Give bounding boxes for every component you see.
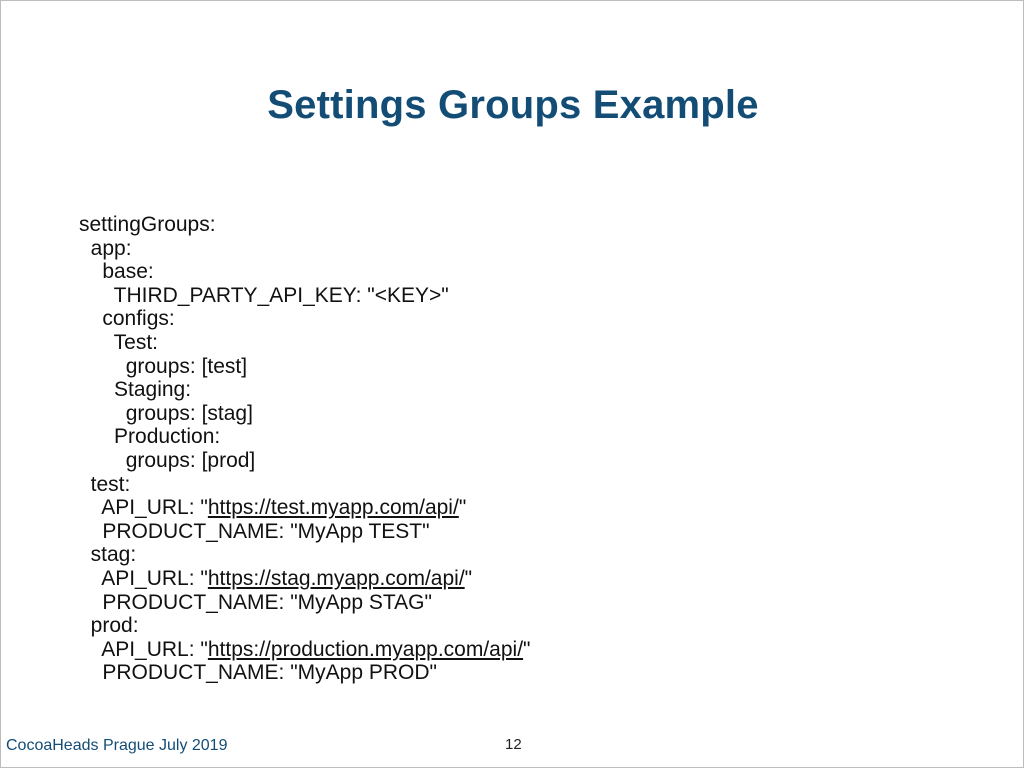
code-indent <box>79 614 91 637</box>
code-text: app: <box>90 236 132 260</box>
code-text: test: <box>90 472 131 496</box>
page-number: 12 <box>505 736 522 753</box>
code-text: PRODUCT_NAME: "MyApp PROD" <box>102 661 437 685</box>
code-line: groups: [prod] <box>79 449 531 473</box>
code-text: THIRD_PARTY_API_KEY: "<KEY>" <box>113 283 449 307</box>
code-text: Production: <box>114 425 221 449</box>
code-text: configs: <box>102 307 175 331</box>
code-text: API_URL: " <box>101 637 208 661</box>
code-indent <box>79 284 114 307</box>
code-line: API_URL: "https://stag.myapp.com/api/" <box>79 567 531 591</box>
code-text: stag: <box>90 543 137 567</box>
code-indent <box>79 260 102 283</box>
code-indent <box>79 638 101 661</box>
code-line: base: <box>79 260 531 284</box>
code-text: Staging: <box>114 378 192 402</box>
code-indent <box>79 661 102 684</box>
code-text: groups: [test] <box>125 354 248 378</box>
code-text: groups: [stag] <box>125 401 253 425</box>
code-text: " <box>458 496 467 520</box>
code-block: settingGroups: app: base: THIRD_PARTY_AP… <box>79 213 531 685</box>
code-indent <box>79 331 114 354</box>
url-link[interactable]: https://stag.myapp.com/api/ <box>207 566 465 590</box>
code-indent <box>79 496 101 519</box>
code-text: PRODUCT_NAME: "MyApp STAG" <box>102 590 432 614</box>
slide-title: Settings Groups Example <box>267 83 759 127</box>
code-indent <box>79 307 102 330</box>
code-line: API_URL: "https://test.myapp.com/api/" <box>79 496 531 520</box>
code-indent <box>79 567 101 590</box>
code-indent <box>79 378 114 401</box>
code-indent <box>79 543 91 566</box>
code-text: PRODUCT_NAME: "MyApp TEST" <box>102 519 430 543</box>
code-indent <box>79 449 126 472</box>
code-line: PRODUCT_NAME: "MyApp STAG" <box>79 591 531 615</box>
url-link[interactable]: https://production.myapp.com/api/ <box>207 637 524 661</box>
code-line: PRODUCT_NAME: "MyApp PROD" <box>79 661 531 685</box>
code-line: Production: <box>79 425 531 449</box>
code-text: settingGroups: <box>79 213 216 236</box>
code-indent <box>79 402 126 425</box>
code-indent <box>79 237 91 260</box>
code-indent <box>79 591 102 614</box>
code-text: base: <box>102 260 154 284</box>
code-line: Test: <box>79 331 531 355</box>
code-line: prod: <box>79 614 531 638</box>
code-line: PRODUCT_NAME: "MyApp TEST" <box>79 520 531 544</box>
code-text: Test: <box>113 330 158 354</box>
code-text: groups: [prod] <box>125 448 256 472</box>
code-line: app: <box>79 237 531 261</box>
code-text: " <box>464 566 473 590</box>
code-text: API_URL: " <box>101 566 208 590</box>
code-line: THIRD_PARTY_API_KEY: "<KEY>" <box>79 284 531 308</box>
code-line: groups: [test] <box>79 355 531 379</box>
code-text: API_URL: " <box>101 496 208 520</box>
url-link[interactable]: https://test.myapp.com/api/ <box>207 496 459 520</box>
code-indent <box>79 473 91 496</box>
code-indent <box>79 520 102 543</box>
code-line: API_URL: "https://production.myapp.com/a… <box>79 637 531 662</box>
code-line: groups: [stag] <box>79 402 531 426</box>
code-line: test: <box>79 473 531 497</box>
code-indent <box>79 355 126 378</box>
code-indent <box>79 425 114 448</box>
code-line: stag: <box>79 543 531 567</box>
code-line: configs: <box>79 307 531 331</box>
code-line: Staging: <box>79 378 531 402</box>
code-text: prod: <box>90 614 139 638</box>
code-line: settingGroups: <box>79 213 531 237</box>
slide-footer: CocoaHeads Prague July 2019 <box>6 737 228 754</box>
code-text: " <box>523 637 531 661</box>
